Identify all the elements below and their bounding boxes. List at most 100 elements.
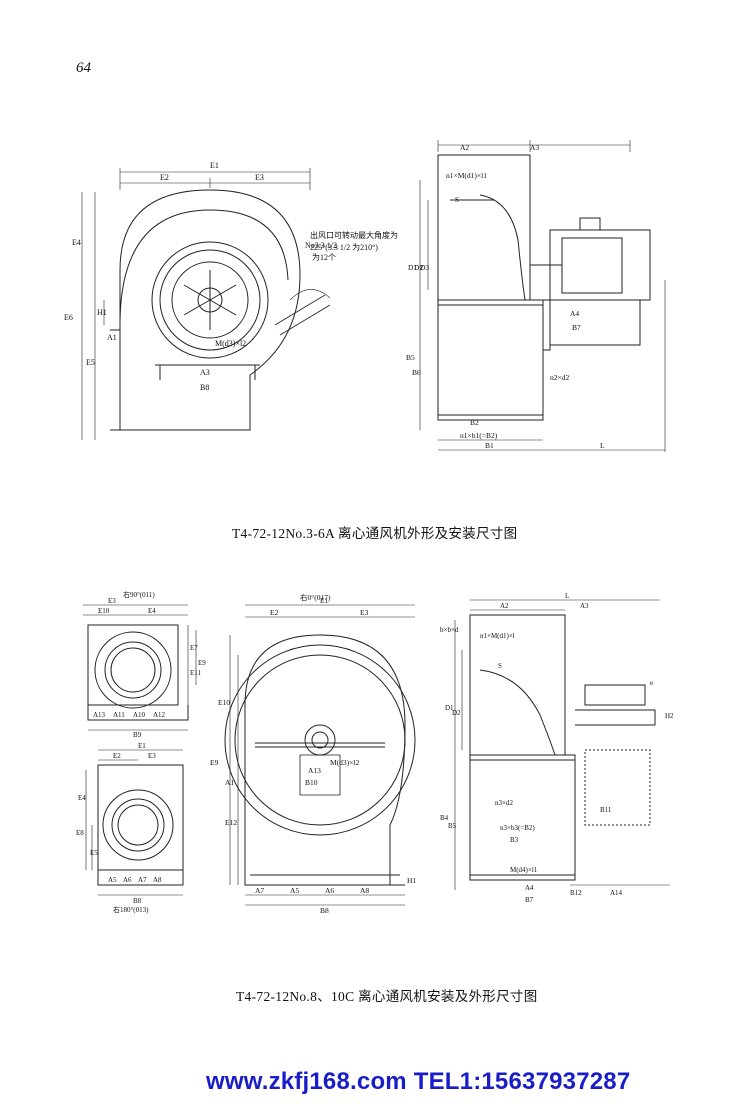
svg-text:H2: H2	[665, 712, 674, 720]
svg-text:A6: A6	[325, 886, 334, 895]
svg-text:H1: H1	[407, 876, 416, 885]
svg-text:A6: A6	[123, 876, 132, 884]
figure1-front-view: E1 E2 E3 E4 E6 E5 H1 A1 A3 B8 M(d3)×l2 N…	[64, 161, 398, 440]
svg-text:B2: B2	[470, 418, 479, 427]
svg-text:B7: B7	[525, 896, 534, 904]
svg-text:A7: A7	[255, 886, 264, 895]
svg-text:E4: E4	[148, 607, 156, 615]
svg-text:E11: E11	[190, 669, 202, 677]
svg-text:E1: E1	[138, 742, 146, 750]
svg-text:B3: B3	[510, 836, 519, 844]
figure1-caption: T4-72-12No.3-6A 离心通风机外形及安装尺寸图	[232, 526, 518, 541]
no-label: No3.3 1/2	[305, 241, 337, 250]
svg-text:A3: A3	[580, 602, 589, 610]
footer-contact[interactable]: www.zkfj168.com TEL1:15637937287	[206, 1068, 631, 1095]
page-number: 64	[76, 60, 91, 76]
svg-text:B5: B5	[406, 353, 415, 362]
svg-text:右90°(011): 右90°(011)	[123, 590, 155, 599]
svg-text:A2: A2	[460, 143, 469, 152]
svg-text:B8: B8	[200, 383, 209, 392]
svg-text:右180°(013): 右180°(013)	[113, 905, 149, 914]
svg-text:E4: E4	[78, 794, 86, 802]
svg-text:E10: E10	[98, 607, 110, 615]
svg-text:n2×d2: n2×d2	[550, 373, 569, 382]
svg-text:B8: B8	[133, 897, 142, 905]
svg-text:A13: A13	[93, 711, 106, 719]
svg-text:右0°(017): 右0°(017)	[300, 592, 331, 602]
svg-text:E5: E5	[86, 358, 95, 367]
svg-text:B7: B7	[572, 323, 581, 332]
svg-text:E3: E3	[108, 597, 116, 605]
svg-text:A4: A4	[525, 884, 534, 892]
rotation-note-line1: 出风口可转动最大角度为	[310, 230, 398, 240]
figure2-small-top-view: 右90°(011) E3 E10 E4 E7 E11 E9 A13 A11 A1…	[83, 590, 206, 739]
svg-text:A1: A1	[225, 778, 234, 787]
svg-text:B11: B11	[600, 806, 612, 814]
svg-text:A1: A1	[107, 333, 117, 342]
svg-text:M(d3)×l2: M(d3)×l2	[215, 339, 246, 348]
figure2-side-view: L A2 A3 b×b×d n1×M(d1)×l S D1 D2 e H2 B1…	[440, 592, 674, 904]
svg-text:S: S	[455, 195, 459, 204]
svg-text:H1: H1	[97, 308, 107, 317]
svg-text:A8: A8	[360, 886, 369, 895]
svg-text:n1×M(d1)×l1: n1×M(d1)×l1	[446, 171, 487, 180]
svg-text:L: L	[565, 592, 569, 600]
svg-text:A11: A11	[113, 711, 125, 719]
svg-text:A13: A13	[308, 766, 321, 775]
svg-text:E3: E3	[148, 752, 156, 760]
svg-text:A3: A3	[200, 368, 210, 377]
svg-text:E5: E5	[90, 849, 98, 857]
svg-text:E7: E7	[190, 644, 198, 652]
svg-text:E10: E10	[218, 698, 230, 707]
svg-text:L: L	[600, 441, 605, 450]
svg-text:B8: B8	[320, 906, 329, 915]
svg-text:A5: A5	[290, 886, 299, 895]
svg-text:D1: D1	[445, 704, 454, 712]
svg-text:n3×d2: n3×d2	[495, 799, 513, 807]
svg-text:A7: A7	[138, 876, 147, 884]
figure1-side-view: A2 A3 n1×M(d1)×l1 S D1 D2 D3 A4 B7 B5 B6…	[406, 140, 666, 452]
svg-text:E9: E9	[210, 758, 219, 767]
svg-text:E2: E2	[160, 173, 169, 182]
svg-text:B6: B6	[412, 368, 421, 377]
svg-text:A14: A14	[610, 889, 623, 897]
svg-text:n1×M(d1)×l: n1×M(d1)×l	[480, 632, 515, 640]
svg-text:E3: E3	[360, 608, 369, 617]
svg-text:E2: E2	[113, 752, 121, 760]
svg-text:B10: B10	[305, 778, 318, 787]
svg-text:B1: B1	[485, 441, 494, 450]
figure2-small-bottom-view: E1 E2 E3 E4 E8 E5 A5 A6 A7 A8 B8 右180°(0…	[76, 742, 184, 914]
svg-text:n3×b3(=B2): n3×b3(=B2)	[500, 824, 535, 832]
svg-text:A3: A3	[530, 143, 539, 152]
svg-text:E2: E2	[270, 608, 279, 617]
svg-text:A5: A5	[108, 876, 117, 884]
svg-text:A10: A10	[133, 711, 146, 719]
svg-text:B12: B12	[570, 889, 582, 897]
svg-text:n1×b1(=B2): n1×b1(=B2)	[460, 431, 498, 440]
svg-text:S: S	[498, 662, 502, 670]
svg-text:D2: D2	[452, 709, 461, 717]
svg-text:E9: E9	[198, 659, 206, 667]
figure2-center-view: 右0°(017) E1 E2 E3 E10 E9 A1 E12 A13 B10 …	[210, 592, 416, 915]
svg-text:B5: B5	[448, 822, 457, 830]
svg-text:E1: E1	[210, 161, 219, 170]
svg-text:D2: D2	[414, 263, 423, 272]
svg-text:A4: A4	[570, 309, 579, 318]
svg-text:E8: E8	[76, 829, 84, 837]
svg-text:A2: A2	[500, 602, 509, 610]
svg-text:E1: E1	[320, 596, 329, 605]
svg-text:M(d3)×l2: M(d3)×l2	[330, 758, 359, 767]
figure2-caption: T4-72-12No.8、10C 离心通风机安装及外形尺寸图	[236, 989, 538, 1004]
no-label2: 为12个	[312, 252, 336, 262]
svg-text:A12: A12	[153, 711, 166, 719]
svg-text:b×b×d: b×b×d	[440, 626, 459, 634]
rotation-note-line2: 225°(3.3 1/2 为210°)	[310, 242, 378, 252]
svg-text:e: e	[650, 679, 653, 687]
svg-text:E12: E12	[225, 818, 237, 827]
svg-text:B9: B9	[133, 731, 142, 739]
svg-text:E3: E3	[255, 173, 264, 182]
svg-text:A8: A8	[153, 876, 162, 884]
svg-text:D3: D3	[420, 263, 429, 272]
svg-text:E6: E6	[64, 313, 73, 322]
svg-text:B4: B4	[440, 814, 449, 822]
